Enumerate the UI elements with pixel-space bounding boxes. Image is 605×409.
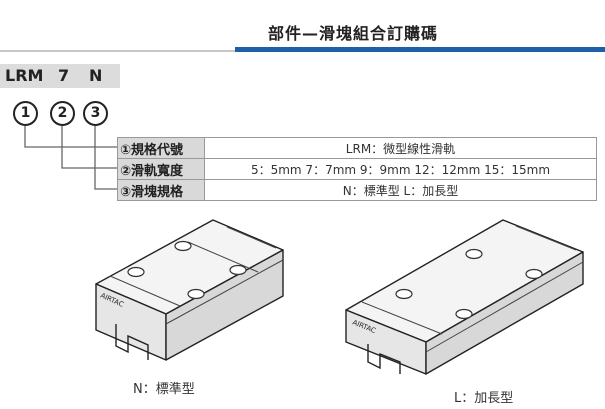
spec-value: N：標準型 L：加長型: [204, 179, 597, 201]
code-block-type: N: [89, 66, 103, 85]
spec-label: ③滑塊規格: [117, 179, 205, 201]
marker-2: 2: [50, 101, 75, 126]
spec-value: LRM：微型線性滑軌: [204, 137, 597, 159]
spec-row: ③滑塊規格 N：標準型 L：加長型: [117, 179, 597, 201]
spec-label: ②滑軌寬度: [117, 158, 205, 180]
spec-row: ①規格代號 LRM：微型線性滑軌: [117, 137, 597, 159]
spec-table: ①規格代號 LRM：微型線性滑軌 ②滑軌寬度 5：5mm 7：7mm 9：9mm…: [117, 137, 597, 201]
spec-value: 5：5mm 7：7mm 9：9mm 12：12mm 15：15mm: [204, 158, 597, 180]
standard-block-image: AIRTAC: [95, 219, 284, 361]
spec-label: ①規格代號: [117, 137, 205, 159]
order-code-bar: [0, 64, 120, 88]
long-block-image: AIRTAC: [345, 219, 584, 375]
page-title: 部件—滑塊組合訂購碼: [268, 24, 439, 43]
code-series: LRM: [5, 66, 44, 85]
marker-1: 1: [13, 101, 38, 126]
spec-row: ②滑軌寬度 5：5mm 7：7mm 9：9mm 12：12mm 15：15mm: [117, 158, 597, 180]
header-accent-bar: [235, 47, 605, 52]
marker-3: 3: [83, 101, 108, 126]
caption-long: L：加長型: [454, 391, 514, 406]
caption-standard: N：標準型: [133, 382, 195, 397]
code-width: 7: [58, 66, 70, 85]
